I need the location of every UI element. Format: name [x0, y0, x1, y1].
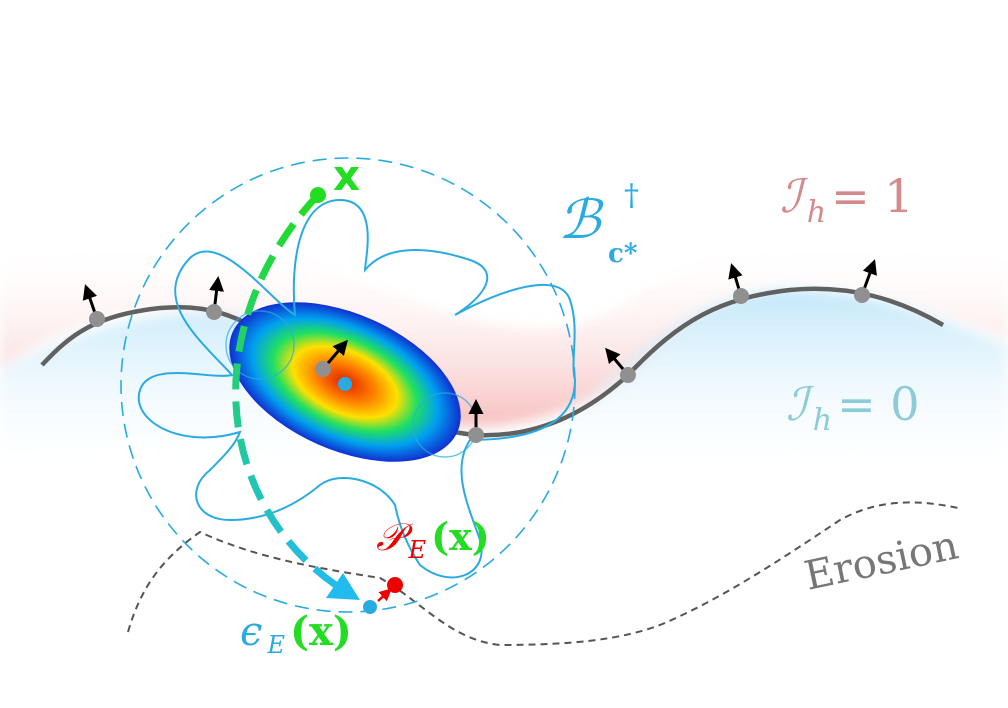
label-epsilon: ϵ E (x)	[240, 608, 352, 659]
label-ball-symbol: ℬ	[558, 188, 604, 251]
sample-point	[468, 427, 484, 443]
label-region-zero-eq: = 0	[837, 377, 919, 431]
label-region-zero-sub: h	[813, 403, 832, 438]
label-erosion: Erosion	[801, 522, 963, 599]
erosion-boundary	[127, 501, 959, 647]
sample-point	[315, 361, 331, 377]
label-projection-sub: E	[408, 536, 427, 564]
query-path	[232, 192, 342, 591]
sample-point	[854, 287, 870, 303]
sample-point	[89, 311, 105, 327]
label-projection-arg: (x)	[431, 514, 490, 559]
label-region-one: ℐ h = 1	[780, 169, 914, 230]
projection-arrow	[377, 588, 392, 602]
region-inside-band	[0, 235, 1008, 427]
query-point	[310, 187, 326, 203]
flower-contour	[137, 198, 577, 579]
query-path-arrowhead	[326, 573, 360, 600]
label-ball: ℬ	[558, 188, 604, 251]
label-region-one-sub: h	[807, 195, 826, 230]
sample-point	[733, 288, 749, 304]
label-epsilon-symbol: ϵ	[240, 609, 262, 655]
ellipse-center-point	[338, 377, 352, 391]
label-region-one-symbol: ℐ	[780, 169, 809, 223]
label-region-one-eq: = 1	[831, 169, 913, 223]
label-projection: 𝒫 E (x)	[376, 514, 490, 564]
label-region-zero: ℐ h = 0	[786, 377, 920, 438]
local-circle-left	[225, 310, 295, 380]
label-epsilon-arg: (x)	[290, 608, 352, 655]
sample-point	[206, 304, 222, 320]
projection-point	[387, 577, 403, 593]
label-query-x: x	[333, 151, 360, 200]
surface-samples	[82, 259, 877, 443]
sample-point	[620, 367, 636, 383]
label-ball-sup: †	[624, 178, 639, 213]
label-epsilon-sub: E	[267, 631, 286, 659]
epsilon-point	[363, 600, 377, 614]
label-ball-sub: c*	[608, 239, 638, 269]
